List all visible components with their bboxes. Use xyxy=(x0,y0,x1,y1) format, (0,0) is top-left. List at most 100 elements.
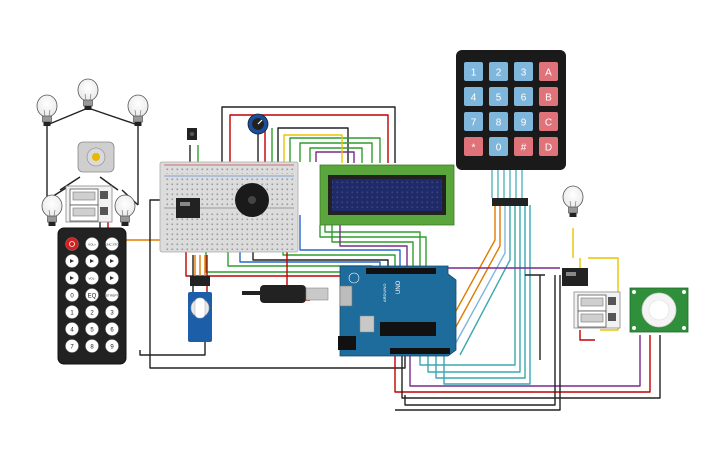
media-icon xyxy=(90,259,94,263)
remote-button[interactable] xyxy=(85,254,99,268)
keypad-key-label: 1 xyxy=(471,68,477,79)
ir-remote: VOL+ FUNC STOP VOL- 0 EQ ST REPT 1 2 3 4 5 6 7 8 9 xyxy=(57,227,127,365)
keypad-key-label: D xyxy=(545,143,552,154)
remote-button-label: 1 xyxy=(70,311,74,317)
remote-button[interactable]: ST REPT xyxy=(105,288,119,302)
keypad-key-7[interactable]: 7 xyxy=(464,112,483,131)
wires xyxy=(46,92,661,411)
keypad-key-label: A xyxy=(545,68,552,79)
relay-icon xyxy=(69,188,99,206)
relay-module-right xyxy=(573,291,621,329)
remote-button[interactable]: 4 xyxy=(65,322,79,336)
remote-button[interactable]: VOL+ xyxy=(85,237,99,251)
servo-connector xyxy=(190,276,210,286)
keypad-key-label: 2 xyxy=(496,68,502,79)
remote-button[interactable] xyxy=(105,254,119,268)
keypad-key-4[interactable]: 4 xyxy=(464,87,483,106)
servo-icon xyxy=(188,292,212,342)
media-icon xyxy=(110,276,114,280)
keypad-key-6[interactable]: 6 xyxy=(514,87,533,106)
relay-icon xyxy=(69,204,99,222)
keypad-key-8[interactable]: 8 xyxy=(489,112,508,131)
remote-button[interactable]: 1 xyxy=(65,305,79,319)
remote-button-label: 3 xyxy=(110,311,114,317)
relay-breadboard xyxy=(176,198,200,218)
keypad-key-label: # xyxy=(521,143,527,154)
motor-icon xyxy=(77,141,115,173)
keypad-key-label: 6 xyxy=(521,93,527,104)
remote-button[interactable]: VOL- xyxy=(85,271,99,285)
keypad-key-d[interactable]: D xyxy=(539,137,558,156)
pir-sensor-icon xyxy=(629,287,689,333)
bulb-icon xyxy=(77,78,99,111)
keypad-key-label: 7 xyxy=(471,118,477,129)
media-icon xyxy=(70,276,74,280)
usb-cable-icon xyxy=(242,285,329,303)
arduino-brand: ARDUINO xyxy=(382,284,387,302)
media-icon xyxy=(70,259,74,263)
keypad-key-0[interactable]: 0 xyxy=(489,137,508,156)
remote-button-label: 4 xyxy=(70,328,74,334)
keypad-key-c[interactable]: C xyxy=(539,112,558,131)
remote-button[interactable]: 2 xyxy=(85,305,99,319)
remote-button[interactable]: FUNC STOP xyxy=(103,237,121,251)
keypad-key-label: 4 xyxy=(471,93,477,104)
remote-button-label: 6 xyxy=(110,328,114,334)
keypad-key-label: 8 xyxy=(496,118,502,129)
remote-button-label: ST REPT xyxy=(106,294,119,298)
remote-button[interactable]: 0 xyxy=(65,288,79,302)
remote-button-label: 8 xyxy=(90,345,94,351)
remote-button[interactable]: 9 xyxy=(105,339,119,353)
bulb-icon xyxy=(41,194,63,227)
remote-button-label: 7 xyxy=(70,345,74,351)
remote-button-label: 5 xyxy=(90,328,94,334)
keypad-key-label: 9 xyxy=(521,118,527,129)
relay-icon xyxy=(577,310,607,328)
keypad-key-a[interactable]: A xyxy=(539,62,558,81)
lcd-display xyxy=(319,164,455,226)
keypad-key-1[interactable]: 1 xyxy=(464,62,483,81)
keypad-key-label: 0 xyxy=(496,143,502,154)
keypad-key-b[interactable]: B xyxy=(539,87,558,106)
remote-button[interactable]: 5 xyxy=(85,322,99,336)
remote-button[interactable] xyxy=(105,271,119,285)
remote-button-label: EQ xyxy=(88,294,97,300)
remote-button[interactable]: 8 xyxy=(85,339,99,353)
keypad-key-hash[interactable]: # xyxy=(514,137,533,156)
remote-button[interactable] xyxy=(65,271,79,285)
keypad-connector xyxy=(491,170,528,206)
bulb-icon xyxy=(562,185,584,218)
remote-button[interactable]: 3 xyxy=(105,305,119,319)
keypad-key-3[interactable]: 3 xyxy=(514,62,533,81)
keypad-key-label: 5 xyxy=(496,93,502,104)
remote-button[interactable]: EQ xyxy=(85,288,99,302)
media-icon xyxy=(110,259,114,263)
remote-button-label: 0 xyxy=(70,294,74,300)
remote-button[interactable]: 6 xyxy=(105,322,119,336)
keypad-key-5[interactable]: 5 xyxy=(489,87,508,106)
keypad: 1 2 3 A 4 5 6 B 7 8 9 C * 0 # D xyxy=(456,50,566,170)
lamp-cluster-left xyxy=(36,78,149,227)
remote-button[interactable]: 7 xyxy=(65,339,79,353)
keypad-key-label: * xyxy=(472,143,476,154)
push-button-icon[interactable] xyxy=(187,128,197,140)
buzzer-icon xyxy=(235,183,269,217)
relay-right xyxy=(562,268,588,286)
keypad-key-label: 3 xyxy=(521,68,527,79)
power-icon xyxy=(69,241,75,247)
bulb-icon xyxy=(114,194,136,227)
arduino-uno: UNO ARDUINO xyxy=(338,265,457,357)
remote-button-label: VOL+ xyxy=(88,243,96,247)
bulb-icon xyxy=(127,94,149,127)
keypad-key-9[interactable]: 9 xyxy=(514,112,533,131)
keypad-key-label: B xyxy=(545,93,552,104)
remote-button-label: FUNC STOP xyxy=(103,243,120,247)
remote-button-label: 9 xyxy=(110,345,114,351)
keypad-key-star[interactable]: * xyxy=(464,137,483,156)
remote-button[interactable] xyxy=(65,237,79,251)
potentiometer-icon[interactable] xyxy=(247,113,269,135)
remote-button[interactable] xyxy=(65,254,79,268)
relay-module-left xyxy=(65,185,113,223)
keypad-key-2[interactable]: 2 xyxy=(489,62,508,81)
